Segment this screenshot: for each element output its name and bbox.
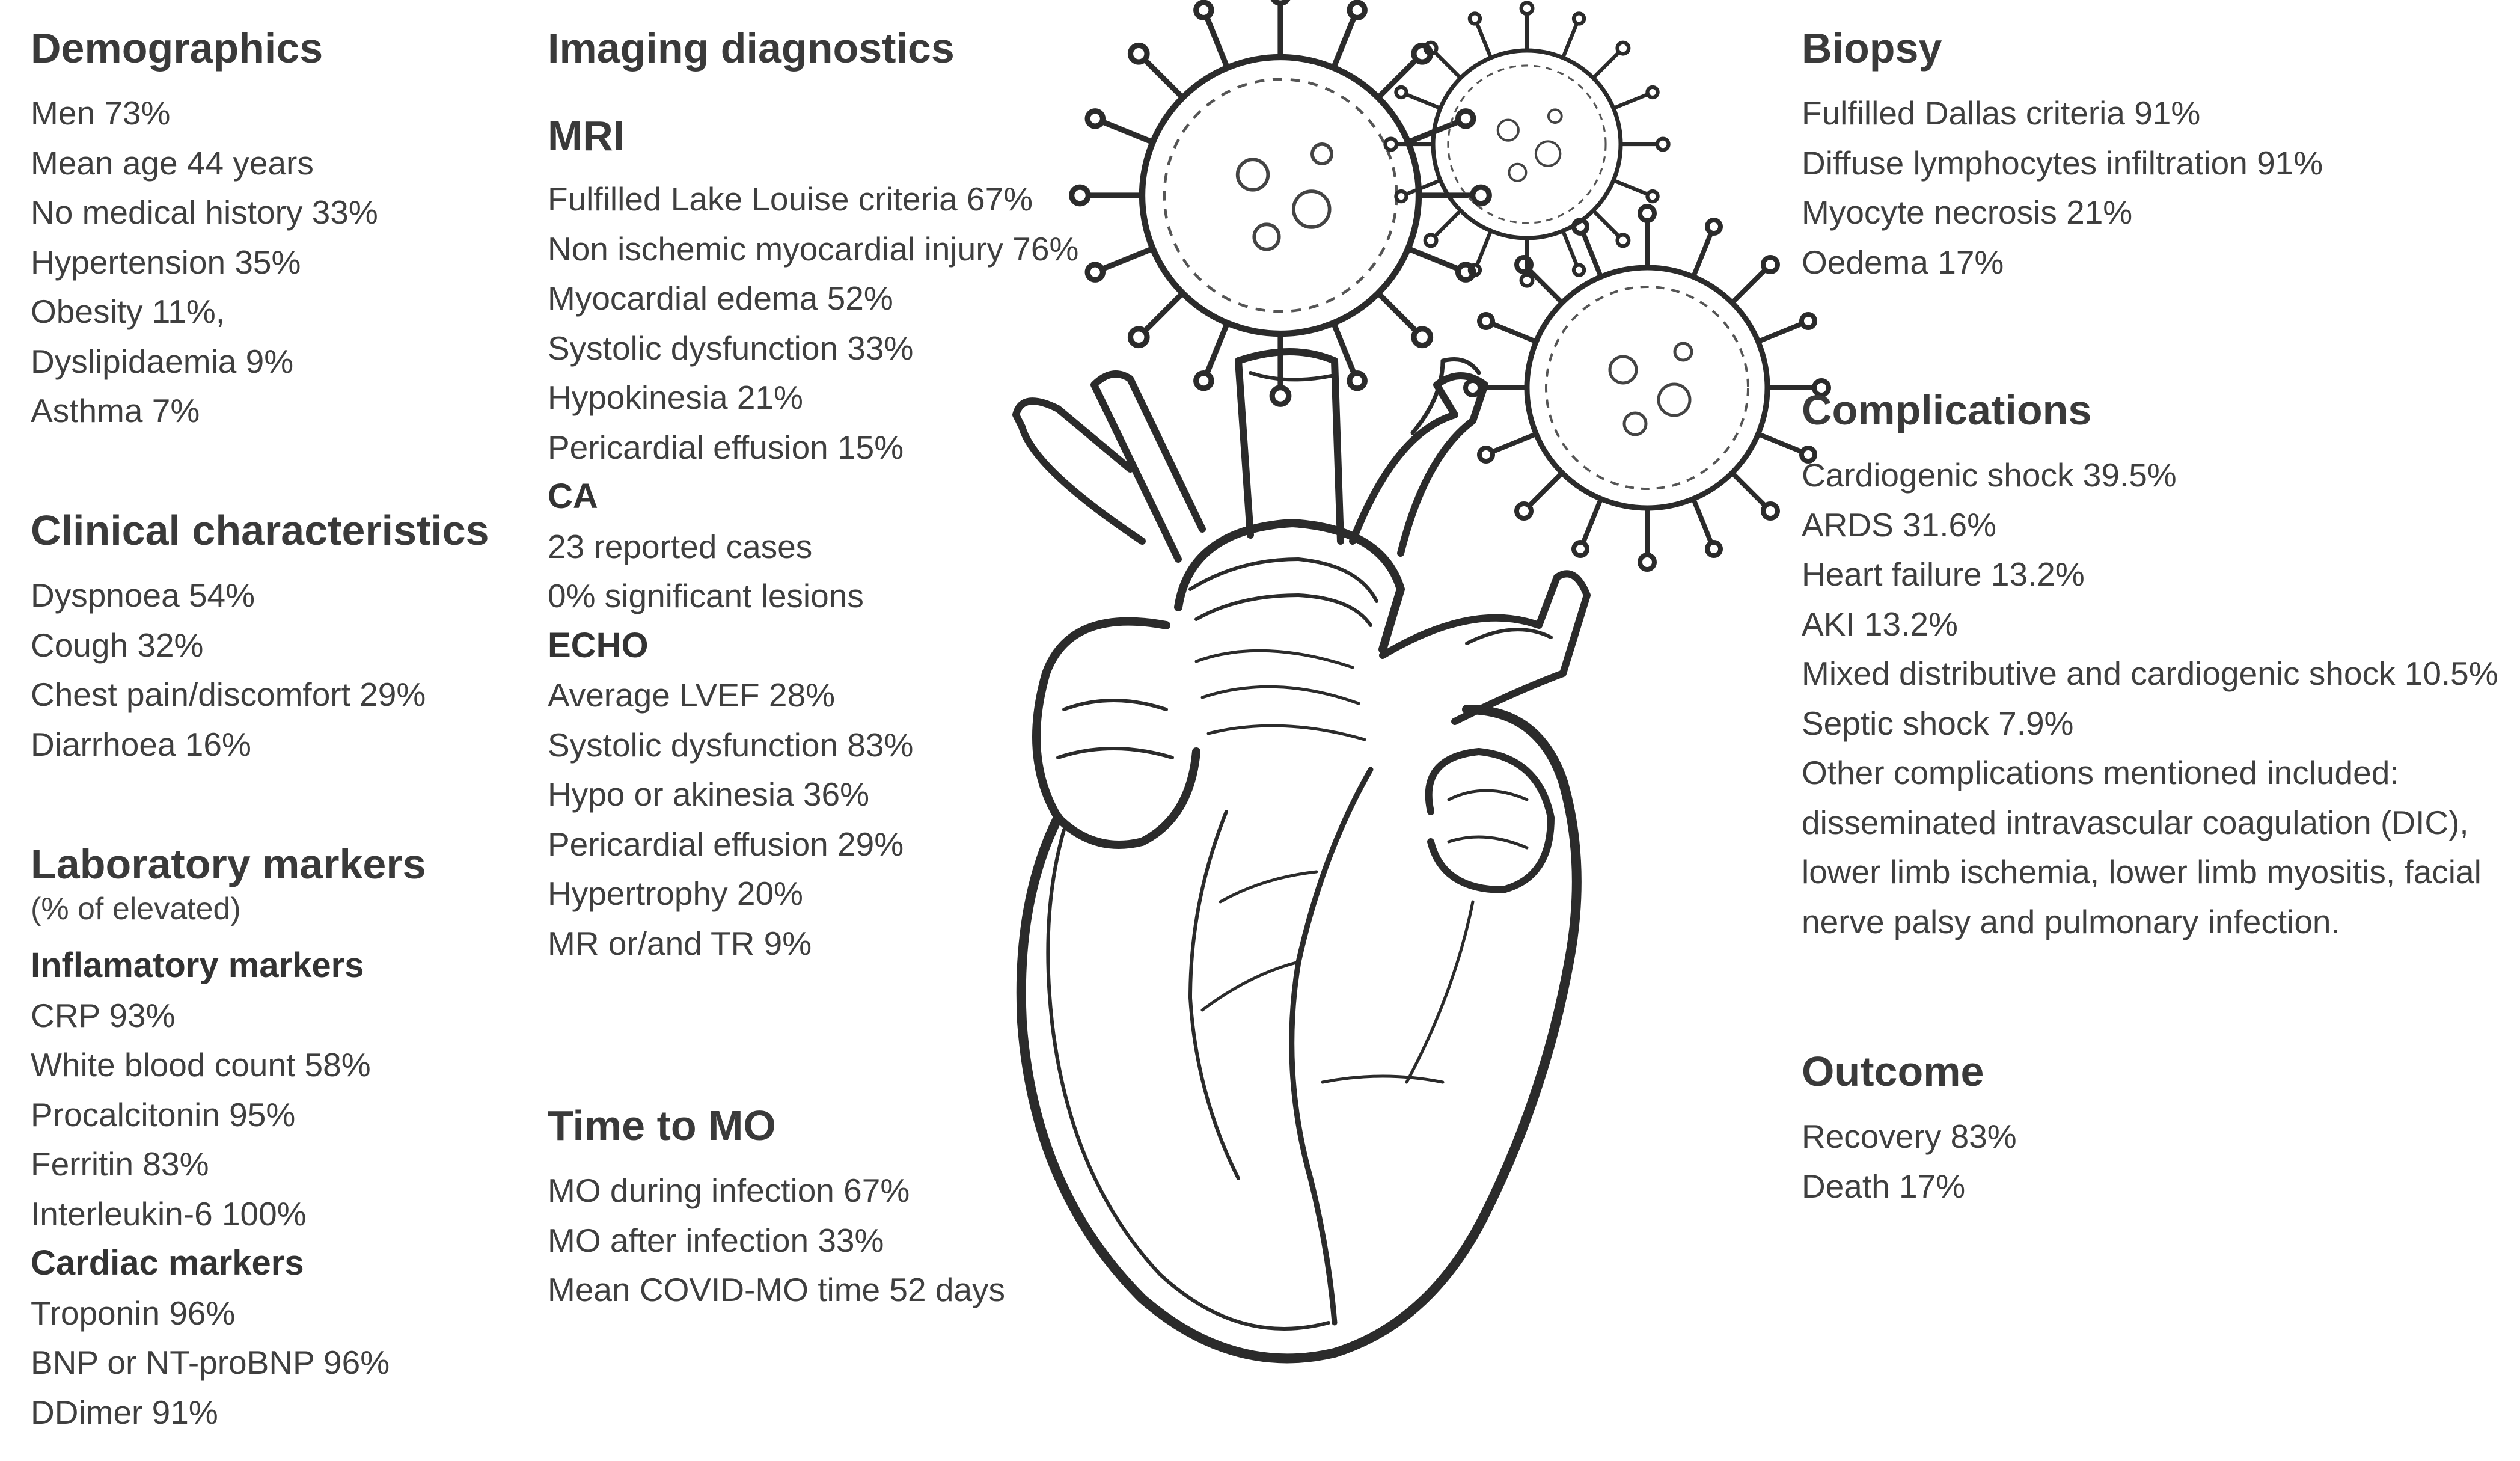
list-item: Fulfilled Dallas criteria 91%	[1802, 94, 2201, 132]
list-item: Hypertrophy 20%	[548, 875, 803, 912]
time-to-mo-list: MO during infection 67% MO after infecti…	[548, 1166, 1089, 1315]
list-item: Asthma 7%	[31, 392, 200, 429]
clinical-list: Dyspnoea 54% Cough 32% Chest pain/discom…	[31, 571, 512, 769]
outcome-title: Outcome	[1802, 1048, 1984, 1095]
biopsy-list: Fulfilled Dallas criteria 91% Diffuse ly…	[1802, 88, 2511, 287]
list-item: CRP 93%	[31, 996, 176, 1034]
list-item: ARDS 31.6%	[1802, 506, 1997, 544]
list-item: Death 17%	[1802, 1167, 1966, 1205]
list-item: BNP or NT-proBNP 96%	[31, 1344, 390, 1381]
list-item: Oedema 17%	[1802, 243, 2004, 281]
list-item: Systolic dysfunction 33%	[548, 329, 914, 367]
mri-list: Fulfilled Lake Louise criteria 67% Non i…	[548, 174, 1089, 472]
list-item: Dyspnoea 54%	[31, 577, 255, 614]
list-item: Dyslipidaemia 9%	[31, 342, 294, 380]
list-item: MO after infection 33%	[548, 1221, 884, 1259]
biopsy-section: Biopsy Fulfilled Dallas criteria 91% Dif…	[1802, 23, 2511, 287]
laboratory-note: (% of elevated)	[31, 892, 241, 927]
virus-icon	[1385, 2, 1668, 286]
laboratory-section: Laboratory markers (% of elevated) Infla…	[31, 839, 512, 1437]
time-to-mo-title: Time to MO	[548, 1102, 776, 1149]
inflammatory-list: CRP 93% White blood count 58% Procalcito…	[31, 991, 512, 1239]
time-to-mo-section: Time to MO MO during infection 67% MO af…	[548, 1100, 1089, 1315]
list-item: Mean age 44 years	[31, 144, 314, 182]
list-item: Men 73%	[31, 94, 171, 132]
list-item: Non ischemic myocardial injury 76%	[548, 230, 1079, 268]
biopsy-title: Biopsy	[1802, 25, 1942, 72]
clinical-section: Clinical characteristics Dyspnoea 54% Co…	[31, 505, 512, 769]
list-item: Fulfilled Lake Louise criteria 67%	[548, 180, 1033, 218]
list-item: DDimer 91%	[31, 1393, 218, 1431]
demographics-section: Demographics Men 73% Mean age 44 years N…	[31, 23, 512, 436]
virus-icon	[1072, 0, 1490, 404]
cardiac-list: Troponin 96% BNP or NT-proBNP 96% DDimer…	[31, 1288, 512, 1438]
list-item: MR or/and TR 9%	[548, 924, 812, 962]
list-item: Cardiogenic shock 39.5%	[1802, 456, 2177, 494]
outcome-list: Recovery 83% Death 17%	[1802, 1112, 2511, 1211]
list-item: Pericardial effusion 15%	[548, 428, 904, 466]
complications-list: Cardiogenic shock 39.5% ARDS 31.6% Heart…	[1802, 450, 2511, 748]
list-item: Hypertension 35%	[31, 243, 301, 281]
list-item: Ferritin 83%	[31, 1145, 209, 1183]
list-item: 0% significant lesions	[548, 577, 864, 614]
echo-title: ECHO	[548, 625, 649, 665]
virus-icon	[1466, 206, 1829, 569]
list-item: Pericardial effusion 29%	[548, 825, 904, 863]
list-item: Septic shock 7.9%	[1802, 704, 2074, 742]
mri-title: MRI	[548, 112, 625, 159]
list-item: Heart failure 13.2%	[1802, 556, 2085, 593]
list-item: No medical history 33%	[31, 194, 378, 231]
inflammatory-title: Inflamatory markers	[31, 946, 364, 985]
list-item: AKI 13.2%	[1802, 605, 1958, 643]
clinical-title: Clinical characteristics	[31, 507, 489, 554]
heart-illustration-icon	[1012, 348, 1591, 1364]
list-item: Cough 32%	[31, 626, 204, 664]
demographics-title: Demographics	[31, 25, 323, 72]
list-item: Procalcitonin 95%	[31, 1095, 296, 1133]
list-item: MO during infection 67%	[548, 1172, 910, 1209]
complications-title: Complications	[1802, 387, 2092, 433]
complications-other: Other complications mentioned included: …	[1802, 754, 2482, 940]
list-item: White blood count 58%	[31, 1046, 371, 1083]
list-item: Troponin 96%	[31, 1294, 236, 1332]
list-item: Myocyte necrosis 21%	[1802, 194, 2133, 231]
complications-section: Complications Cardiogenic shock 39.5% AR…	[1802, 385, 2511, 946]
list-item: Obesity 11%,	[31, 293, 225, 330]
list-item: Myocardial edema 52%	[548, 280, 893, 317]
imaging-section: Imaging diagnostics MRI Fulfilled Lake L…	[548, 23, 1089, 968]
list-item: Chest pain/discomfort 29%	[31, 676, 426, 713]
list-item: Mean COVID-MO time 52 days	[548, 1271, 1006, 1308]
ca-title: CA	[548, 477, 598, 516]
list-item: Average LVEF 28%	[548, 676, 835, 714]
demographics-list: Men 73% Mean age 44 years No medical his…	[31, 88, 512, 436]
list-item: 23 reported cases	[548, 527, 813, 565]
list-item: Hypo or akinesia 36%	[548, 776, 870, 813]
list-item: Interleukin-6 100%	[31, 1195, 307, 1233]
echo-list: Average LVEF 28% Systolic dysfunction 83…	[548, 670, 1089, 968]
list-item: Systolic dysfunction 83%	[548, 726, 914, 764]
list-item: Diarrhoea 16%	[31, 725, 251, 763]
list-item: Hypokinesia 21%	[548, 379, 803, 416]
cardiac-title: Cardiac markers	[31, 1243, 304, 1282]
list-item: Mixed distributive and cardiogenic shock…	[1802, 655, 2498, 692]
list-item: Recovery 83%	[1802, 1118, 2017, 1155]
imaging-title: Imaging diagnostics	[548, 25, 955, 72]
ca-list: 23 reported cases 0% significant lesions	[548, 522, 1089, 621]
list-item: Diffuse lymphocytes infiltration 91%	[1802, 144, 2323, 182]
laboratory-title: Laboratory markers	[31, 841, 426, 887]
outcome-section: Outcome Recovery 83% Death 17%	[1802, 1046, 2511, 1211]
